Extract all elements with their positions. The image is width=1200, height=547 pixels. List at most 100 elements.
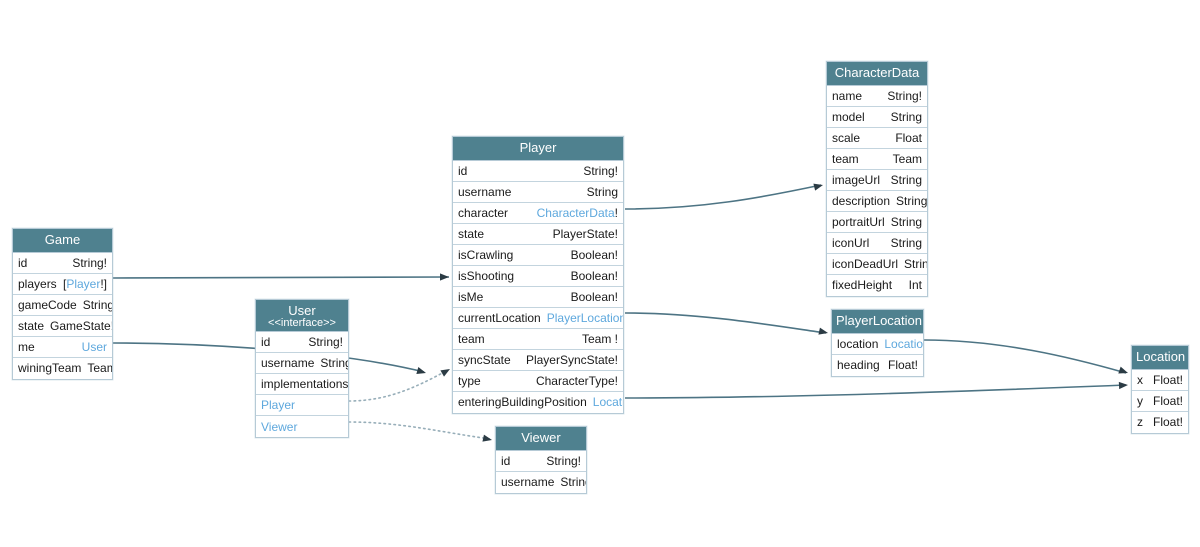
entity-title: User <box>288 303 316 318</box>
field-name: portraitUrl <box>832 214 885 229</box>
field-name: z <box>1137 415 1143 430</box>
arrowhead-player-currentlocation-to-playerlocation <box>818 327 828 335</box>
field-name: username <box>261 356 315 370</box>
field-type: String! <box>72 255 107 270</box>
field-name: id <box>501 453 511 468</box>
type-suffix: !] <box>100 276 107 291</box>
type-link[interactable]: Player <box>66 276 101 291</box>
field-name: model <box>832 109 865 124</box>
field-type: Float <box>895 130 922 145</box>
entity-header-game: Game <box>13 229 112 253</box>
entity-title: Viewer <box>521 430 561 445</box>
field-name: y <box>1137 393 1143 408</box>
arrowhead-player-enteringbuildingposition-to-location <box>1118 381 1128 390</box>
field-type[interactable]: CharacterData! <box>537 206 618 220</box>
entity-title: PlayerLocation <box>836 313 922 328</box>
entity-playerlocation[interactable]: PlayerLocation locationLocation!headingFl… <box>831 309 924 377</box>
field-type: Float! <box>1152 372 1183 387</box>
entity-title: Game <box>44 232 81 247</box>
field-name: state <box>458 226 485 241</box>
field-type[interactable]: [Player!] <box>63 277 107 291</box>
type-link[interactable]: PlayerLocation <box>546 310 623 325</box>
field-name: me <box>18 339 35 354</box>
field-type: Boolean! <box>570 289 618 304</box>
field-row: username String <box>453 181 623 203</box>
edge-playerlocation-location-to-location <box>923 339 1127 374</box>
entity-stereotype: <<interface>> <box>268 316 336 329</box>
field-name: isMe <box>458 289 484 304</box>
field-row: x Float! <box>1132 369 1188 391</box>
edge-user-viewer-implementation <box>348 421 491 440</box>
arrowhead-player-character-to-characterdata <box>813 183 823 191</box>
field-name: username <box>501 475 555 490</box>
field-type: Team ! <box>581 331 618 346</box>
field-name: type <box>458 373 481 388</box>
field-type: String! <box>308 335 343 349</box>
field-row: iconDeadUrlString <box>827 253 927 275</box>
field-row: imageUrl String <box>827 169 927 191</box>
field-type: String <box>890 172 922 187</box>
entity-header-location: Location <box>1132 346 1188 370</box>
edge-user-player-implementation <box>348 369 449 402</box>
entity-header-player: Player <box>453 137 623 161</box>
entity-user[interactable]: User<<interface>>idString!usernameString… <box>255 299 349 438</box>
implementation-row[interactable]: Viewer <box>256 416 348 437</box>
arrowhead-user-viewer-implementation <box>482 434 492 442</box>
implementation-row[interactable]: Player <box>256 395 348 416</box>
field-name: isShooting <box>458 268 515 283</box>
field-type: Team <box>87 361 112 376</box>
type-prefix: [ <box>62 276 67 291</box>
field-row: gameCodeString! <box>13 294 112 316</box>
entity-header-viewer: Viewer <box>496 427 586 451</box>
field-name: heading <box>837 358 880 373</box>
field-name: imageUrl <box>832 172 881 187</box>
type-link[interactable]: User <box>81 339 107 354</box>
entity-header-user: User<<interface>> <box>256 300 348 332</box>
type-suffix: ! <box>614 205 618 220</box>
field-type[interactable]: User <box>82 340 107 354</box>
field-name: id <box>18 255 28 270</box>
field-name: players <box>18 276 57 291</box>
field-type: Boolean! <box>570 247 618 262</box>
arrowhead-game-players-to-player <box>440 273 449 281</box>
field-name: username <box>458 184 512 199</box>
field-type: PlayerState! <box>552 226 618 241</box>
field-type: Float! <box>1152 415 1183 430</box>
field-type: String <box>904 256 927 271</box>
field-row: z Float! <box>1132 411 1188 433</box>
field-name: x <box>1137 372 1143 387</box>
field-type[interactable]: Location! <box>884 337 923 351</box>
field-name: description <box>832 193 891 208</box>
field-row: id String! <box>13 252 112 274</box>
field-row[interactable]: me User <box>13 336 112 358</box>
field-type[interactable]: PlayerLocation! <box>547 311 623 325</box>
type-link[interactable]: Location <box>884 336 923 351</box>
type-link[interactable]: CharacterData <box>536 205 615 220</box>
field-type: String! <box>583 163 618 178</box>
field-row[interactable]: enteringBuildingPositionLocation <box>453 391 623 413</box>
field-row[interactable]: locationLocation! <box>832 333 923 355</box>
type-link[interactable]: Location <box>592 395 623 410</box>
field-name: scale <box>832 130 861 145</box>
field-type[interactable]: Location <box>593 395 623 409</box>
field-row[interactable]: players [Player!] <box>13 273 112 295</box>
field-type: String <box>586 184 618 199</box>
field-type: String! <box>546 453 581 468</box>
